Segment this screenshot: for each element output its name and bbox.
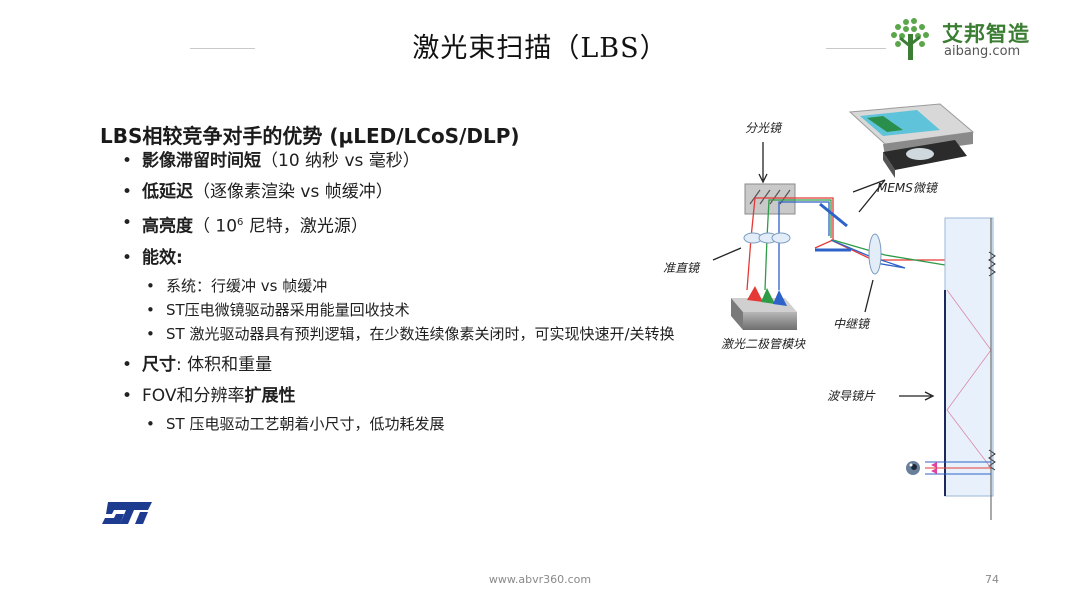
page-number: 74 bbox=[985, 573, 999, 586]
bullet-text: 尼特，激光源） bbox=[243, 216, 368, 237]
output-rays bbox=[925, 461, 991, 475]
bullet-text: （10 纳秒 vs 毫秒） bbox=[261, 151, 420, 171]
footer-url: www.abvr360.com bbox=[488, 573, 592, 586]
bullet-bold-text: 高亮度 bbox=[142, 216, 193, 237]
bullet-bold-text: 尺寸 bbox=[142, 354, 176, 375]
bullet-text: FOV和分辨率 bbox=[142, 385, 245, 406]
slide-title: 激光束扫描（LBS） bbox=[412, 33, 668, 64]
bullet-item: 高亮度（ 106 尼特，激光源） bbox=[122, 212, 682, 238]
section-heading: LBS相较竞争对手的优势 (μLED/LCoS/DLP) bbox=[100, 124, 520, 148]
bullet-text: : 体积和重量 bbox=[176, 354, 273, 375]
label-relay: 中继镜 bbox=[833, 317, 871, 331]
st-logo-icon bbox=[102, 502, 152, 524]
logo-text-en: aibang.com bbox=[944, 44, 1021, 59]
waveguide-lens bbox=[944, 217, 996, 520]
bullet-bold-text: 扩展性 bbox=[244, 385, 296, 406]
sub-bullet-list: 系统：行缓冲 vs 帧缓冲 ST压电微镜驱动器采用能量回收技术 ST 激光驱动器… bbox=[142, 275, 682, 345]
title-rule-left bbox=[190, 48, 255, 49]
sub-bullet-list: ST 压电驱动工艺朝着小尺寸，低功耗发展 bbox=[142, 413, 682, 435]
mems-mirror-chip bbox=[848, 103, 975, 178]
logo-text-cn: 艾邦智造 bbox=[942, 22, 1030, 46]
laser-diode-module bbox=[731, 286, 797, 330]
relay-lens bbox=[868, 233, 882, 275]
label-mems: MEMS微镜 bbox=[877, 181, 939, 195]
bullet-text: （ 10 bbox=[193, 216, 238, 237]
bullet-list: 影像滞留时间短（10 纳秒 vs 毫秒） 低延迟（逐像素渲染 vs 帧缓冲） 高… bbox=[122, 150, 682, 444]
bullet-item: FOV和分辨率扩展性 ST 压电驱动工艺朝着小尺寸，低功耗发展 bbox=[122, 385, 682, 435]
tree-logo-icon bbox=[891, 18, 929, 60]
eye-icon bbox=[906, 461, 920, 475]
sub-bullet-item: 系统：行缓冲 vs 帧缓冲 bbox=[142, 275, 682, 297]
arrow-collimator bbox=[712, 247, 742, 261]
label-waveguide: 波导镜片 bbox=[827, 389, 876, 403]
bullet-text: （逐像素渲染 vs 帧缓冲） bbox=[193, 182, 393, 202]
bullet-bold-text: 低延迟 bbox=[142, 182, 193, 202]
label-collimator: 准直镜 bbox=[663, 261, 701, 275]
bullet-bold-text: 能效: bbox=[142, 247, 183, 268]
label-splitter: 分光镜 bbox=[745, 121, 783, 135]
sub-bullet-item: ST 压电驱动工艺朝着小尺寸，低功耗发展 bbox=[142, 413, 682, 435]
arrow-mems bbox=[852, 179, 886, 193]
sub-bullet-item: ST压电微镜驱动器采用能量回收技术 bbox=[142, 299, 682, 321]
title-rule-right bbox=[826, 48, 886, 49]
arrow-relay bbox=[864, 279, 874, 313]
aibang-logo: 艾邦智造 aibang.com bbox=[886, 16, 1056, 64]
bullet-item: 尺寸: 体积和重量 bbox=[122, 354, 682, 376]
superscript: 6 bbox=[237, 217, 244, 228]
fold-mirror bbox=[819, 202, 848, 228]
beam-splitter bbox=[744, 183, 796, 215]
collimator-lenses bbox=[743, 232, 791, 244]
lbs-optics-diagram: 分光镜 MEMS微镜 中 bbox=[663, 103, 996, 520]
sub-bullet-item: ST 激光驱动器具有预判逻辑，在少数连续像素关闭时，可实现快速开/关转换 bbox=[142, 323, 682, 345]
bullet-item: 能效: 系统：行缓冲 vs 帧缓冲 ST压电微镜驱动器采用能量回收技术 ST 激… bbox=[122, 247, 682, 345]
bullet-item: 影像滞留时间短（10 纳秒 vs 毫秒） bbox=[122, 150, 682, 172]
bullet-bold-text: 影像滞留时间短 bbox=[142, 151, 261, 171]
label-laser-module: 激光二极管模块 bbox=[721, 337, 806, 351]
bullet-item: 低延迟（逐像素渲染 vs 帧缓冲） bbox=[122, 181, 682, 203]
